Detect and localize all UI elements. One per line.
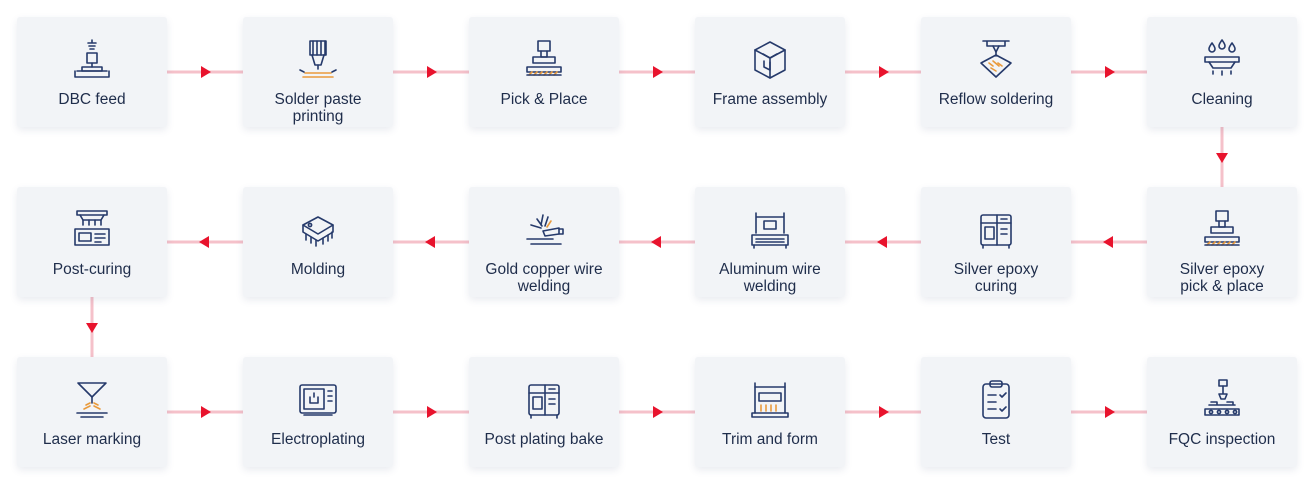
step-label: Trim and form: [722, 431, 818, 448]
step-label: Pick & Place: [500, 91, 588, 108]
step-label: Reflow soldering: [938, 91, 1054, 108]
step-label: Silver epoxy curing: [953, 261, 1039, 295]
arrow-head-icon: [201, 406, 211, 418]
step-label: Molding: [290, 261, 346, 278]
arrow-head-icon: [201, 66, 211, 78]
arrow-head-icon: [653, 406, 663, 418]
arrow-head-icon: [427, 406, 437, 418]
arrow-head-icon: [1103, 236, 1113, 248]
step-label: Silver epoxy pick & place: [1179, 261, 1265, 295]
step-electroplating: Electroplating: [243, 357, 393, 467]
curing-machine-icon: [69, 207, 115, 253]
arrow-head-icon: [1105, 66, 1115, 78]
step-label: Aluminum wire welding: [719, 261, 821, 295]
step-aluminum-wire-welding: Aluminum wire welding: [695, 187, 845, 297]
wire-bonder-icon: [747, 207, 793, 253]
step-label: FQC inspection: [1168, 431, 1276, 448]
step-solder-paste-printing: Solder paste printing: [243, 17, 393, 127]
test-clipboard-icon: [973, 377, 1019, 423]
step-molding: Molding: [243, 187, 393, 297]
step-label: Test: [981, 431, 1011, 448]
step-label: Frame assembly: [712, 91, 828, 108]
arrow-head-icon: [1216, 153, 1228, 163]
step-frame-assembly: Frame assembly: [695, 17, 845, 127]
step-reflow-soldering: Reflow soldering: [921, 17, 1071, 127]
arrow-head-icon: [86, 323, 98, 333]
step-silver-epoxy-pick-place: Silver epoxy pick & place: [1147, 187, 1297, 297]
chip-package-icon: [295, 207, 341, 253]
step-fqc-inspection: FQC inspection: [1147, 357, 1297, 467]
arrow-head-icon: [651, 236, 661, 248]
step-label: Post-curing: [52, 261, 132, 278]
step-laser-marking: Laser marking: [17, 357, 167, 467]
arrow-head-icon: [425, 236, 435, 248]
step-test: Test: [921, 357, 1071, 467]
arrow-head-icon: [879, 66, 889, 78]
arrow-head-icon: [199, 236, 209, 248]
step-label: DBC feed: [58, 91, 126, 108]
arrow-head-icon: [427, 66, 437, 78]
inspection-robot-icon: [1199, 377, 1245, 423]
oven-icon: [521, 377, 567, 423]
arrow-head-icon: [879, 406, 889, 418]
step-post-curing: Post-curing: [17, 187, 167, 297]
electroplating-icon: [295, 377, 341, 423]
step-label: Gold copper wire welding: [485, 261, 603, 295]
step-label: Post plating bake: [484, 431, 604, 448]
step-silver-epoxy-curing: Silver epoxy curing: [921, 187, 1071, 297]
step-dbc-feed: DBC feed: [17, 17, 167, 127]
arrow-head-icon: [653, 66, 663, 78]
frame-assembly-icon: [747, 37, 793, 83]
step-label: Laser marking: [42, 431, 142, 448]
cleaning-icon: [1199, 37, 1245, 83]
step-post-plating-bake: Post plating bake: [469, 357, 619, 467]
pick-place-icon: [521, 37, 567, 83]
laser-marking-icon: [69, 377, 115, 423]
step-cleaning: Cleaning: [1147, 17, 1297, 127]
pick-place-icon: [1199, 207, 1245, 253]
step-label: Cleaning: [1191, 91, 1253, 108]
trim-form-icon: [747, 377, 793, 423]
step-label: Electroplating: [271, 431, 365, 448]
solder-paste-icon: [295, 37, 341, 83]
arrow-head-icon: [1105, 406, 1115, 418]
dbc-feed-icon: [69, 37, 115, 83]
step-pick-place: Pick & Place: [469, 17, 619, 127]
reflow-soldering-icon: [973, 37, 1019, 83]
step-label: Solder paste printing: [274, 91, 362, 125]
step-gold-copper-wire-welding: Gold copper wire welding: [469, 187, 619, 297]
step-trim-and-form: Trim and form: [695, 357, 845, 467]
arrow-head-icon: [877, 236, 887, 248]
welding-torch-icon: [521, 207, 567, 253]
oven-icon: [973, 207, 1019, 253]
